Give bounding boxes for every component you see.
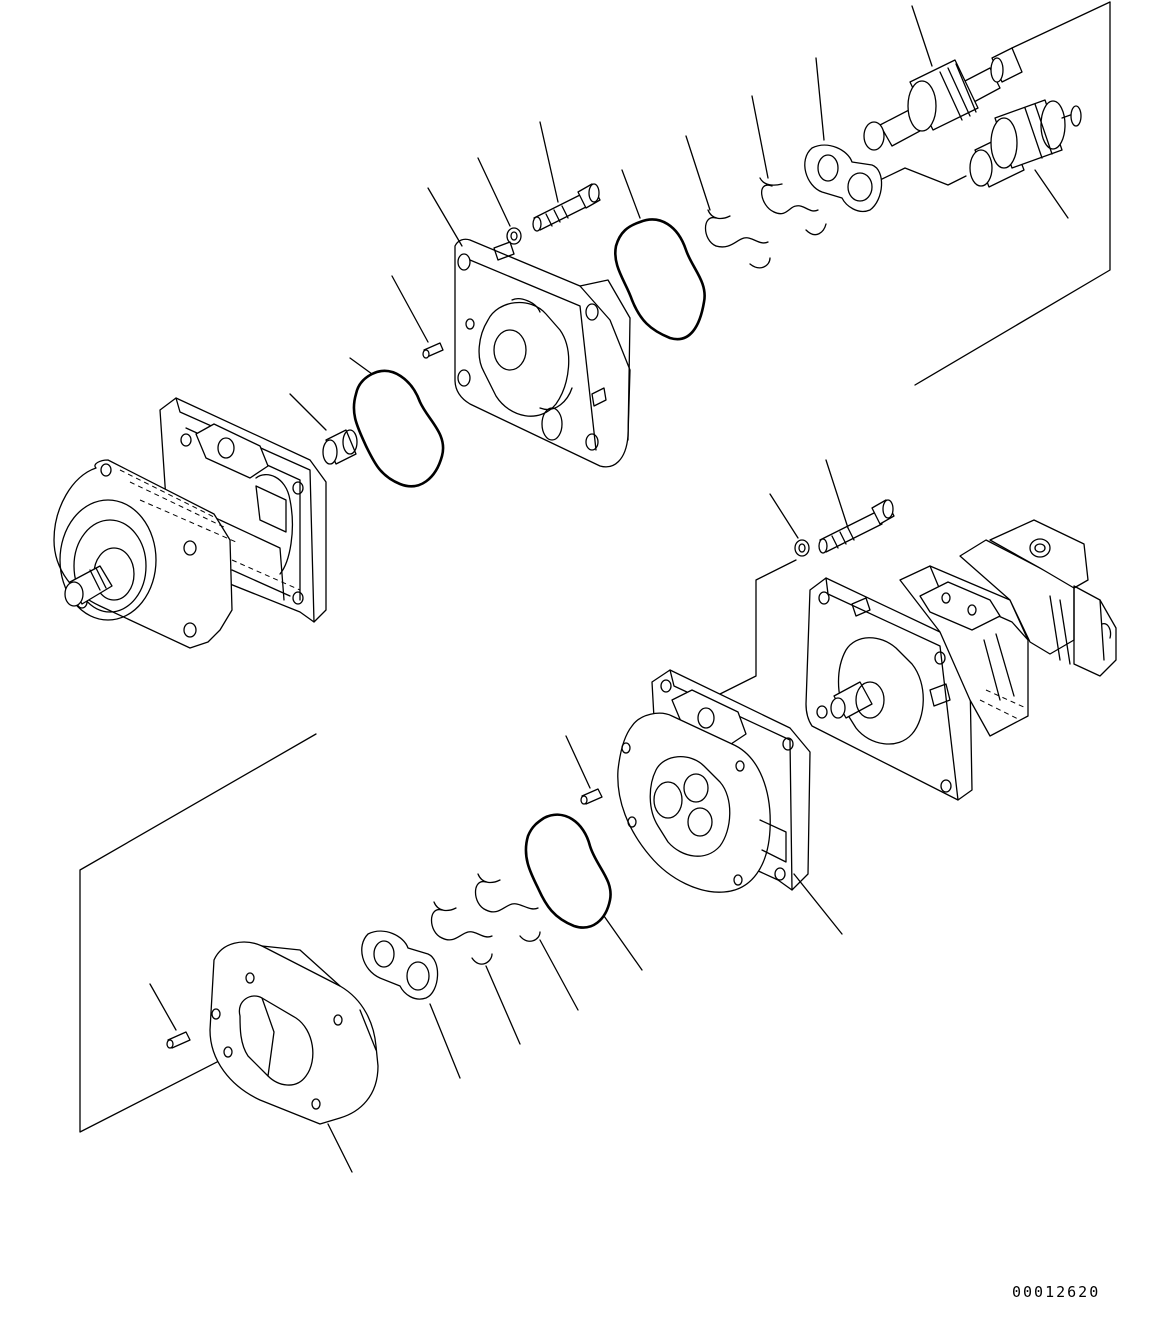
leader-washer-lower [769,493,799,539]
dowel-pin-upper [422,342,444,359]
upper-group-frame [914,1,1111,386]
bushing-upper [322,429,358,465]
middle-plate-upper [454,238,631,468]
dowel-pin-lower-right [580,788,603,805]
leader-washer-upper [477,157,511,227]
rear-pump-assembly [805,519,1117,801]
seal-ring-lower [524,813,612,929]
lower-group-frame [79,733,317,1133]
leader-dowel-pin-upper [391,275,429,343]
bolt-lower [818,499,895,554]
dowel-pin-lower-left [166,1031,191,1049]
backup-rings-lower-b [474,873,541,942]
gear-housing-lower [209,941,379,1125]
leader-pump-body-lower [793,873,843,935]
wear-plate-lower [361,930,439,1000]
wear-plate-upper [804,144,883,213]
leader-driven-gear [1034,169,1069,219]
leader-dowel-pin-lower-right [565,735,591,789]
driven-gear [969,99,1082,188]
bolt-lower-axis [719,559,797,695]
seal-ring-upper-left [352,369,445,488]
leader-backup-ring-lower-b [539,939,579,1011]
drive-gear-shaft [863,1,1111,151]
leader-wear-plate-upper [815,57,825,141]
pump-body-front [53,397,327,649]
leader-seal-ring-lower [603,915,643,971]
leader-backup-ring-upper-b [685,135,711,211]
drawing-code: 00012620 [1012,1283,1101,1301]
leader-bushing-upper [289,393,327,431]
leader-dowel-pin-lower-left [149,983,177,1031]
washer-lower [794,539,810,557]
leader-backup-ring-lower-a [485,965,521,1045]
leader-bolt-upper [539,121,559,203]
leader-gear-housing-lower [327,1123,353,1173]
leader-wear-plate-lower [429,1003,461,1079]
pump-body-lower [617,669,811,893]
leader-backup-ring-upper-a [751,95,769,179]
washer-upper [506,227,522,245]
leader-middle-plate-upper [427,187,463,247]
backup-rings-upper-a [759,177,827,236]
backup-rings-lower-a [430,901,493,965]
leader-seal-ring-upper-left [349,357,373,375]
leader-bolt-lower [825,459,849,529]
leader-drive-shaft [911,5,933,67]
backup-rings-upper-b [704,209,771,269]
bolt-upper [532,183,601,232]
leader-seal-ring-upper-right [621,169,641,219]
seal-ring-upper-right [613,218,706,341]
